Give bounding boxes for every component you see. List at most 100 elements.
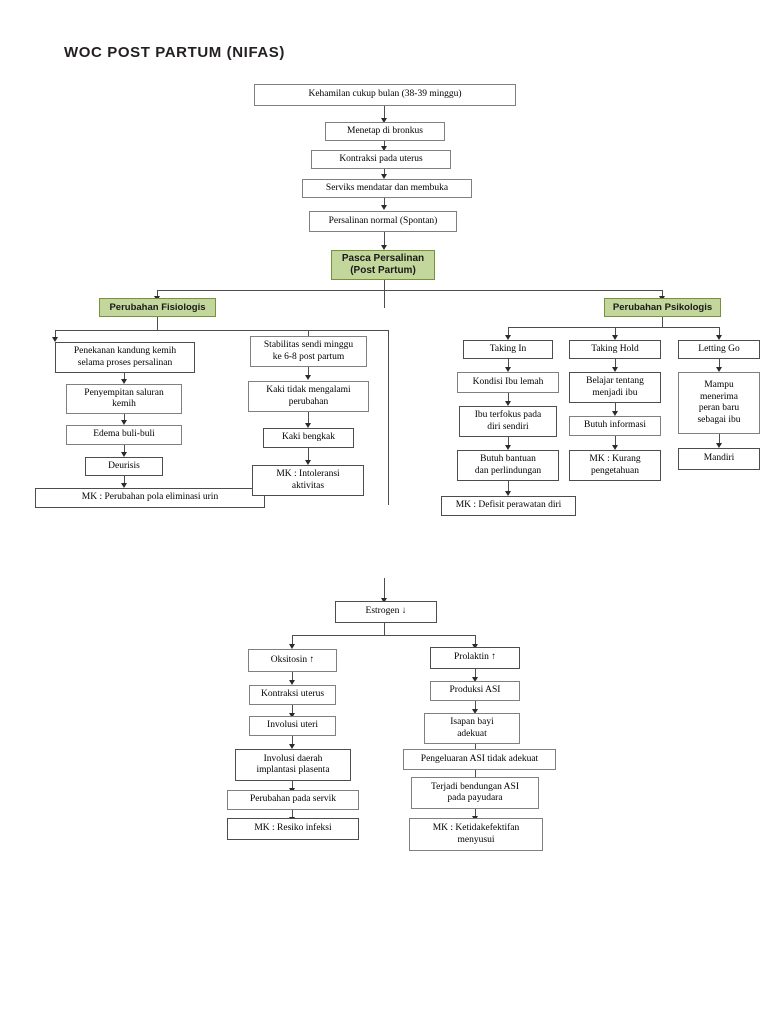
node-taking-hold-header[interactable]: Taking Hold xyxy=(569,340,661,359)
node-butuh-informasi[interactable]: Butuh informasi xyxy=(569,416,661,436)
connector-arrow xyxy=(612,445,618,450)
connector-line xyxy=(719,359,720,368)
node-involusi-daerah-implantasi[interactable]: Involusi daerah implantasi plasenta xyxy=(235,749,351,781)
node-pengeluaran-asi-tidak-adekuat[interactable]: Pengeluaran ASI tidak adekuat xyxy=(403,749,556,770)
node-mampu-menerima-peran-baru[interactable]: Mampu menerima peran baru sebagai ibu xyxy=(678,372,760,434)
connector-line xyxy=(292,810,293,818)
connector-spine xyxy=(384,578,385,599)
node-penekanan-kandung-kemih[interactable]: Penekanan kandung kemih selama proses pe… xyxy=(55,342,195,373)
connector-line xyxy=(157,290,158,298)
connector-arrow xyxy=(289,680,295,685)
connector-arrow xyxy=(472,644,478,649)
node-perubahan-pada-servik[interactable]: Perubahan pada servik xyxy=(227,790,359,810)
node-isapan-bayi-adekuat[interactable]: Isapan bayi adekuat xyxy=(424,713,520,744)
connector-line xyxy=(384,141,385,147)
connector-bus xyxy=(157,290,662,291)
node-kontraksi-pada-uterus[interactable]: Kontraksi pada uterus xyxy=(311,150,451,169)
node-menetap-di-bronkus[interactable]: Menetap di bronkus xyxy=(325,122,445,141)
connector-line xyxy=(292,635,293,645)
connector-line xyxy=(662,290,663,298)
node-mk-defisit-perawatan-diri[interactable]: MK : Defisit perawatan diri xyxy=(441,496,576,516)
node-butuh-bantuan-perlindungan[interactable]: Butuh bantuan dan perlindungan xyxy=(457,450,559,481)
node-kaki-tidak-mengalami-perubahan[interactable]: Kaki tidak mengalami perubahan xyxy=(248,381,369,412)
connector-arrow xyxy=(612,367,618,372)
connector-bus xyxy=(292,635,475,636)
node-kondisi-ibu-lemah[interactable]: Kondisi Ibu lemah xyxy=(457,372,559,393)
node-mk-kurang-pengetahuan[interactable]: MK : Kurang pengetahuan xyxy=(569,450,661,481)
node-pasca-persalinan-hub[interactable]: Pasca Persalinan (Post Partum) xyxy=(331,250,435,280)
node-kaki-bengkak[interactable]: Kaki bengkak xyxy=(263,428,354,448)
node-stabilitas-sendi[interactable]: Stabilitas sendi minggu ke 6-8 post part… xyxy=(250,336,367,367)
node-kehamilan[interactable]: Kehamilan cukup bulan (38-39 minggu) xyxy=(254,84,516,106)
node-mk-intoleransi-aktivitas[interactable]: MK : Intoleransi aktivitas xyxy=(252,465,364,496)
connector-arrow xyxy=(612,335,618,340)
node-prolaktin[interactable]: Prolaktin ↑ xyxy=(430,647,520,669)
connector-arrow xyxy=(612,411,618,416)
connector-arrow xyxy=(472,677,478,682)
node-involusi-uteri[interactable]: Involusi uteri xyxy=(249,716,336,736)
connector-arrow xyxy=(381,205,387,210)
connector-line xyxy=(308,448,309,461)
node-belajar-menjadi-ibu[interactable]: Belajar tentang menjadi ibu xyxy=(569,372,661,403)
node-edema-buli-buli[interactable]: Edema buli-buli xyxy=(66,425,182,445)
connector-arrow xyxy=(505,335,511,340)
node-penyempitan-saluran-kemih[interactable]: Penyempitan saluran kemih xyxy=(66,384,182,414)
connector-line xyxy=(508,393,509,402)
connector-line xyxy=(384,232,385,246)
node-mk-ketidakefektifan-menyusui[interactable]: MK : Ketidakefektifan menyusui xyxy=(409,818,543,851)
connector-arrow xyxy=(289,644,295,649)
node-serviks-mendatar[interactable]: Serviks mendatar dan membuka xyxy=(302,179,472,198)
connector-arrow xyxy=(381,146,387,151)
connector-line xyxy=(308,330,309,338)
node-mk-resiko-infeksi[interactable]: MK : Resiko infeksi xyxy=(227,818,359,840)
connector-arrow xyxy=(381,245,387,250)
node-perubahan-fisiologis[interactable]: Perubahan Fisiologis xyxy=(99,298,216,317)
connector-line xyxy=(475,635,476,645)
connector-line xyxy=(508,481,509,492)
connector-arrow xyxy=(716,367,722,372)
node-produksi-asi[interactable]: Produksi ASI xyxy=(430,681,520,701)
connector-arrow xyxy=(381,174,387,179)
connector-arrow xyxy=(305,460,311,465)
node-oksitosin[interactable]: Oksitosin ↑ xyxy=(248,649,337,672)
connector-arrow xyxy=(381,118,387,123)
connector-arrow xyxy=(472,709,478,714)
node-letting-go-header[interactable]: Letting Go xyxy=(678,340,760,359)
connector-arrow xyxy=(381,598,387,603)
connector-line xyxy=(719,327,720,336)
connector-line xyxy=(308,367,309,376)
node-taking-in-header[interactable]: Taking In xyxy=(463,340,553,359)
connector-bus xyxy=(55,330,388,331)
connector-line xyxy=(384,280,385,290)
connector-line xyxy=(615,403,616,412)
node-ibu-terfokus-diri-sendiri[interactable]: Ibu terfokus pada diri sendiri xyxy=(459,406,557,437)
connector-line xyxy=(384,169,385,175)
connector-line xyxy=(124,414,125,421)
node-kontraksi-uterus[interactable]: Kontraksi uterus xyxy=(249,685,336,705)
node-persalinan-normal[interactable]: Persalinan normal (Spontan) xyxy=(309,211,457,232)
connector-arrow xyxy=(289,713,295,718)
connector-line xyxy=(719,434,720,444)
connector-arrow xyxy=(121,420,127,425)
node-mandiri[interactable]: Mandiri xyxy=(678,448,760,470)
connector-line xyxy=(157,317,158,330)
connector-line xyxy=(475,770,476,779)
node-mk-perubahan-pola-eliminasi-urin[interactable]: MK : Perubahan pola eliminasi urin xyxy=(35,488,265,508)
connector-line xyxy=(124,476,125,484)
connector-arrow xyxy=(289,744,295,749)
connector-spine xyxy=(384,290,385,308)
connector-arrow xyxy=(505,491,511,496)
connector-arrow xyxy=(716,443,722,448)
connector-arrow xyxy=(305,423,311,428)
connector-line xyxy=(508,437,509,446)
connector-line xyxy=(384,106,385,119)
node-perubahan-psikologis[interactable]: Perubahan Psikologis xyxy=(604,298,721,317)
connector-arrow xyxy=(505,367,511,372)
node-deurisis[interactable]: Deurisis xyxy=(85,457,163,476)
connector-line xyxy=(388,330,389,505)
node-terjadi-bendungan-asi[interactable]: Terjadi bendungan ASI pada payudara xyxy=(411,777,539,809)
connector-line xyxy=(662,317,663,327)
node-estrogen[interactable]: Estrogen ↓ xyxy=(335,601,437,623)
connector-line xyxy=(508,327,509,336)
